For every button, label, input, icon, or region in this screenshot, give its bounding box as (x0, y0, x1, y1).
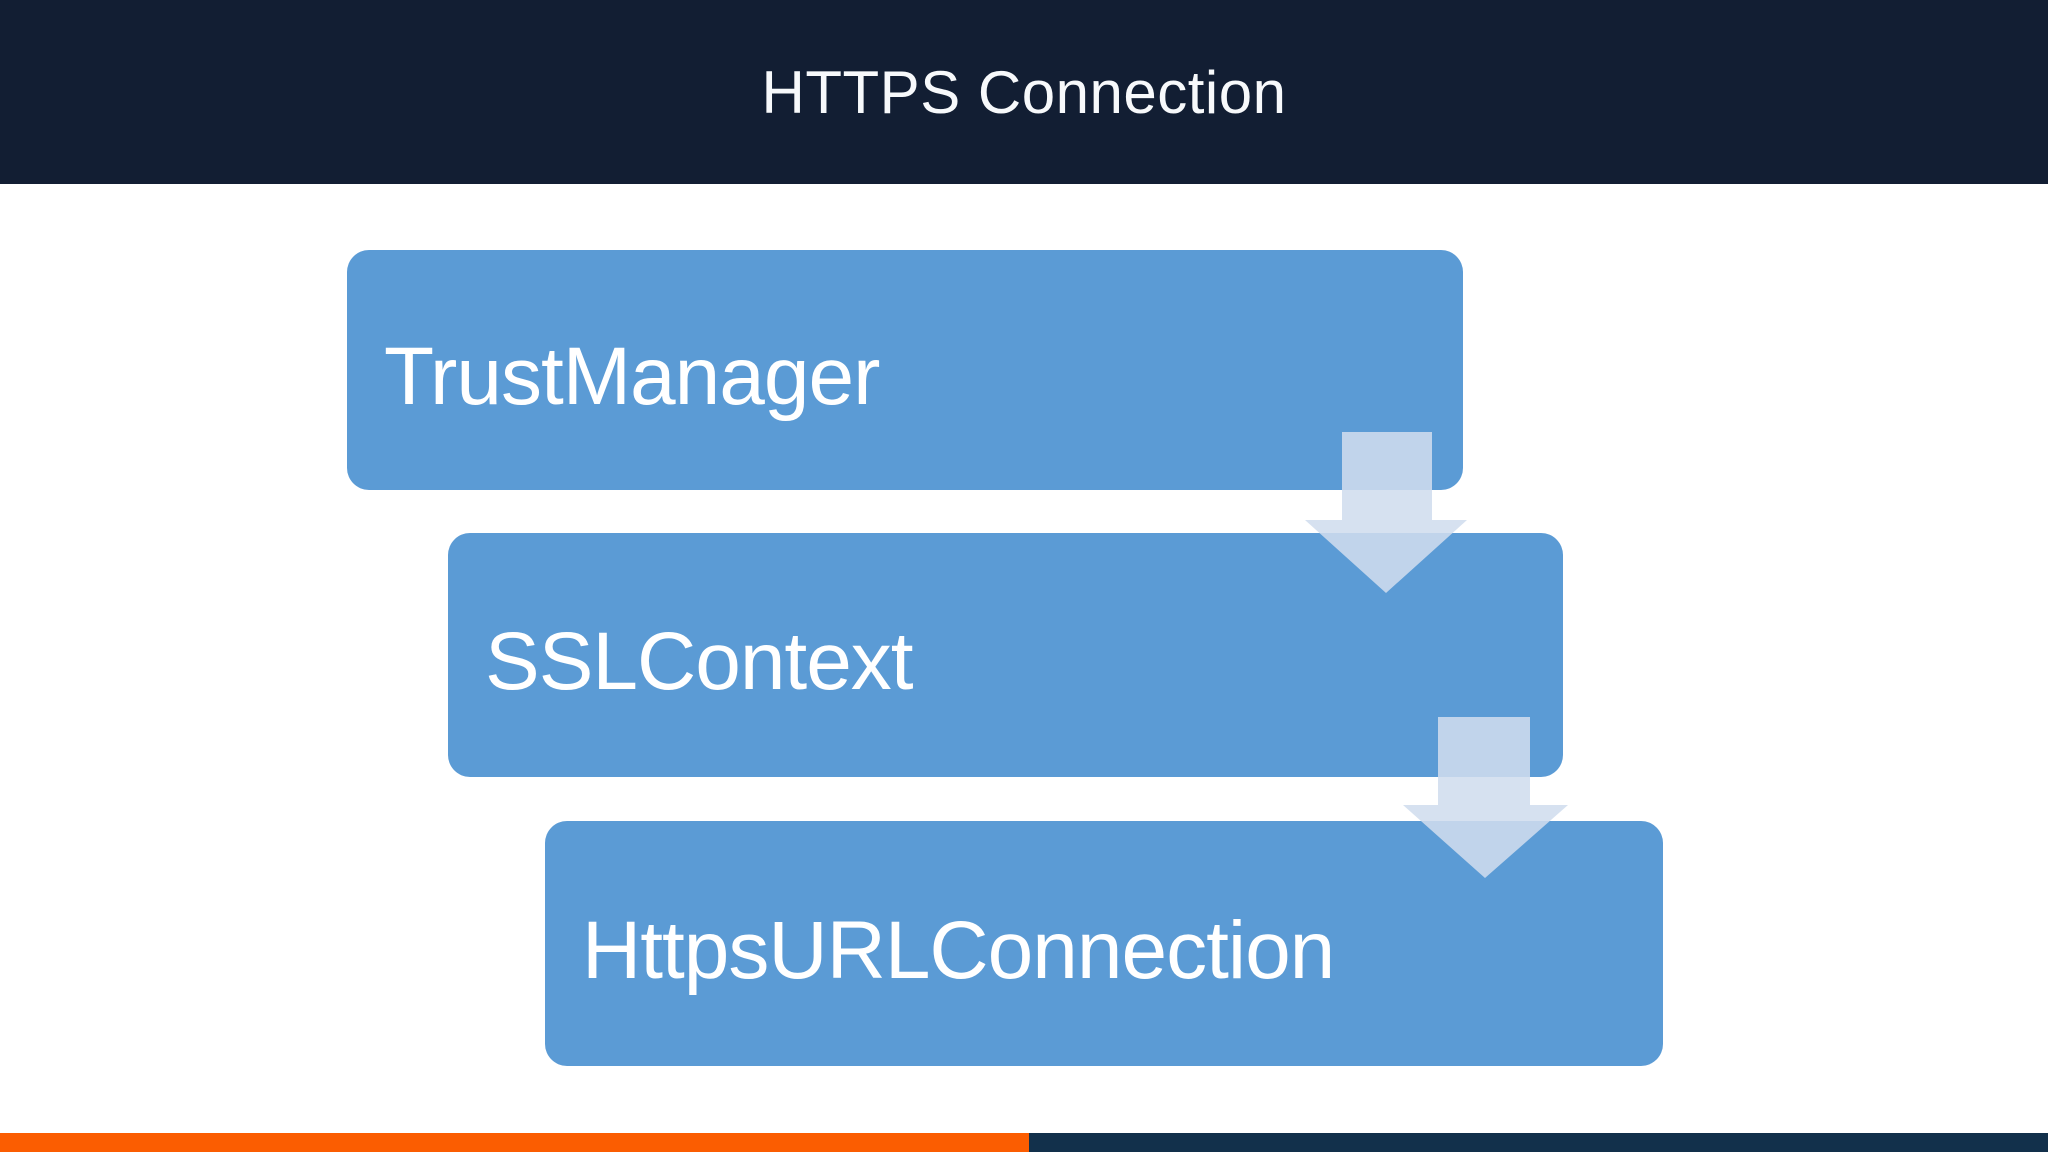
diagram-node-trustmanager: TrustManager (347, 250, 1463, 490)
diagram-node-httpsurlconnection: HttpsURLConnection (545, 821, 1663, 1066)
footer-strip (0, 1133, 2048, 1152)
node-label: SSLContext (485, 616, 914, 707)
slide-header: HTTPS Connection (0, 0, 2048, 184)
page-title: HTTPS Connection (761, 58, 1287, 126)
footer-orange-bar (0, 1133, 1029, 1152)
diagram-node-sslcontext: SSLContext (448, 533, 1563, 777)
node-label: HttpsURLConnection (582, 904, 1335, 996)
node-label: TrustManager (384, 331, 880, 422)
footer-navy-bar (1029, 1133, 2048, 1152)
